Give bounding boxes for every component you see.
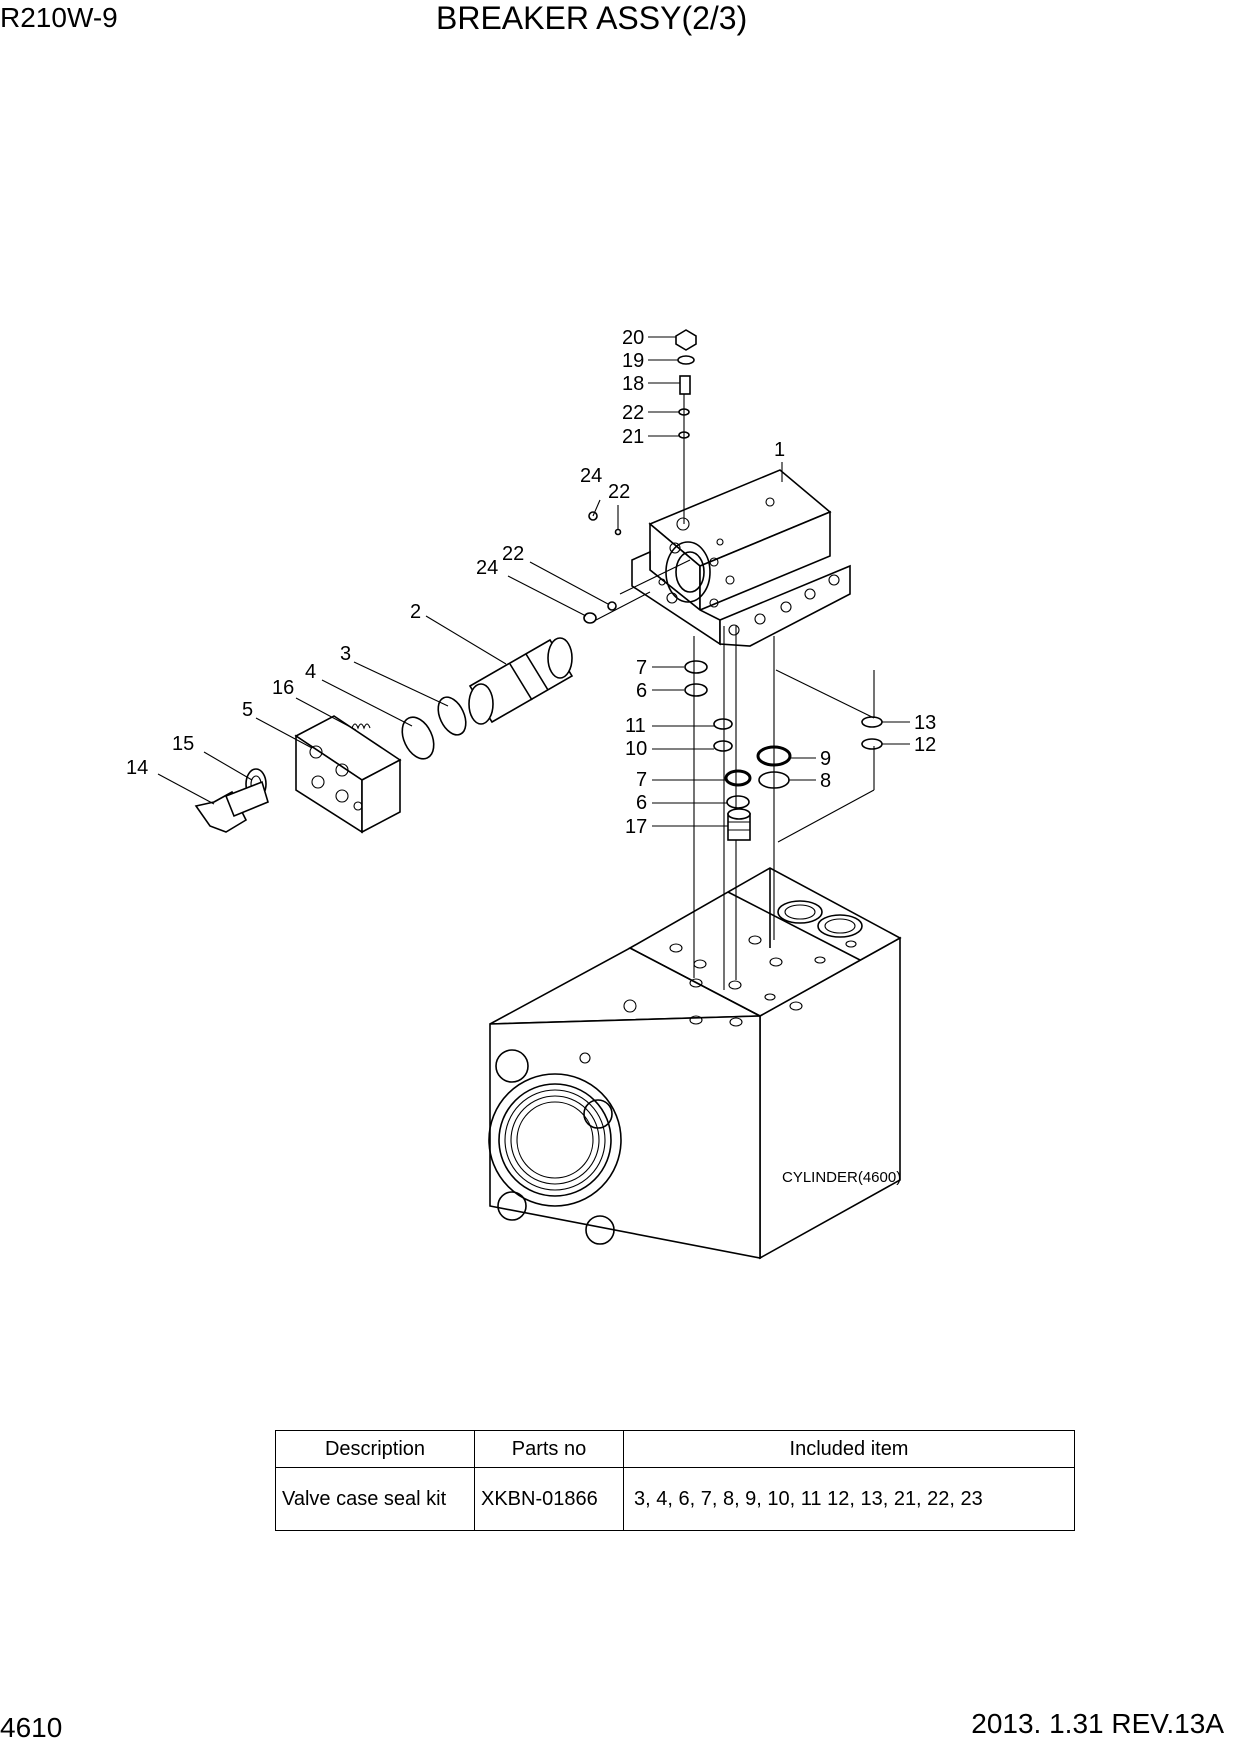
callout-19: 19 [622, 350, 644, 372]
backup-ring-part-10 [713, 740, 733, 752]
callout-15: 15 [172, 733, 194, 755]
column-header-included-item: Included item [623, 1430, 1075, 1468]
callout-13: 13 [914, 712, 936, 734]
spool-part-2 [468, 637, 574, 725]
callout-11: 11 [625, 715, 646, 737]
column-header-description: Description [275, 1430, 475, 1468]
cell-description: Valve case seal kit [275, 1467, 475, 1531]
backup-ring-part-6-lower [726, 795, 750, 809]
cylinder-body [488, 936, 901, 1260]
callout-2: 2 [410, 601, 421, 623]
callout-9: 9 [820, 748, 831, 770]
model-number: R210W-9 [0, 2, 118, 33]
callout-1: 1 [774, 439, 785, 461]
cylinder-reference-label: CYLINDER(4600) [782, 1169, 901, 1186]
revision-date: 2013. 1.31 REV.13A [971, 1708, 1224, 1739]
bolt-part-14 [194, 780, 269, 833]
o-ring-part-9 [756, 745, 792, 767]
cover-plate-part-5 [294, 715, 402, 834]
plug-part-22-left [607, 601, 617, 611]
callout-22-left: 22 [502, 543, 524, 565]
o-ring-part-7-lower [724, 769, 752, 787]
valve-case-part-1 [631, 469, 851, 647]
callout-14: 14 [126, 757, 148, 779]
page-title: BREAKER ASSY(2/3) [436, 0, 748, 36]
callout-10: 10 [625, 738, 647, 760]
callout-6-top: 6 [636, 680, 647, 702]
o-ring-part-7-top [684, 660, 708, 674]
callout-22-top: 22 [608, 481, 630, 503]
callout-21: 21 [622, 426, 644, 448]
seal-kit-table: Description Parts no Included item Valve… [275, 1430, 1075, 1531]
cell-parts-no: XKBN-01866 [474, 1467, 624, 1531]
spring-part-16 [351, 723, 371, 730]
o-ring-part-11 [713, 718, 733, 730]
callout-6-lower: 6 [636, 792, 647, 814]
callout-4: 4 [305, 661, 316, 683]
callout-17: 17 [625, 816, 647, 838]
callout-12: 12 [914, 734, 936, 756]
cell-included-item: 3, 4, 6, 7, 8, 9, 10, 11 12, 13, 21, 22,… [623, 1467, 1075, 1531]
callout-8: 8 [820, 770, 831, 792]
o-ring-part-3 [437, 696, 467, 736]
backup-ring-part-12 [861, 738, 883, 750]
washer-part-19 [677, 355, 695, 365]
page-number: 4610 [0, 1712, 63, 1743]
table-row: Valve case seal kit XKBN-01866 3, 4, 6, … [275, 1467, 1075, 1531]
callout-3: 3 [340, 643, 351, 665]
callout-24-left: 24 [476, 557, 498, 579]
backup-ring-part-4 [401, 716, 435, 760]
callout-22-stack: 22 [622, 402, 644, 424]
callout-5: 5 [242, 699, 253, 721]
callout-24-top: 24 [580, 465, 602, 487]
o-ring-part-13 [861, 716, 883, 728]
callout-16: 16 [272, 677, 294, 699]
stud-part-18 [679, 375, 691, 395]
callout-20: 20 [622, 327, 644, 349]
assembly-lines [592, 394, 875, 990]
callout-7-lower: 7 [636, 769, 647, 791]
backup-ring-part-6-top [684, 683, 708, 697]
leader-lines [157, 336, 910, 827]
callout-7-top: 7 [636, 657, 647, 679]
plug-part-24-left [583, 612, 597, 624]
column-header-parts-no: Parts no [474, 1430, 624, 1468]
plug-part-17 [727, 808, 751, 841]
callout-18: 18 [622, 373, 644, 395]
table-header-row: Description Parts no Included item [275, 1430, 1075, 1468]
valve-housing [628, 867, 902, 1027]
o-ring-part-22-top [614, 528, 622, 536]
callout-labels: 20 19 18 22 21 1 24 22 22 24 2 3 4 16 5 … [126, 327, 936, 1186]
nut-part-20 [675, 329, 697, 351]
